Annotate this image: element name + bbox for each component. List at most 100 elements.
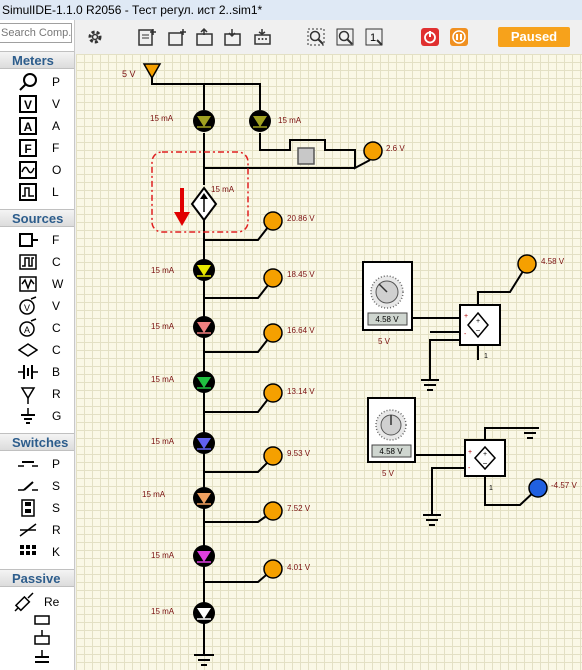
voltage-knob-2[interactable] (367, 397, 416, 463)
svg-text:F: F (24, 142, 31, 156)
led-white[interactable] (193, 602, 215, 624)
comp-label: R (52, 523, 61, 537)
comp-label: K (52, 545, 61, 559)
relay-icon[interactable] (18, 520, 38, 540)
voltmeter-icon[interactable]: V (18, 94, 38, 114)
comp-label: S (52, 501, 61, 515)
voltage-knob-1[interactable] (362, 261, 413, 331)
led-orange[interactable] (193, 487, 215, 509)
svg-text:-: - (468, 465, 471, 472)
save-as-icon[interactable] (252, 26, 274, 48)
search-input[interactable]: Search Comp... (0, 23, 72, 43)
zoom-selection-icon[interactable] (334, 26, 356, 48)
component-sidebar: Search Comp... Meters P V V A A F F O L … (0, 20, 75, 670)
probe[interactable] (363, 141, 383, 161)
svg-text:A: A (24, 325, 30, 335)
zoom-fit-icon[interactable] (305, 26, 327, 48)
probe[interactable] (263, 211, 283, 231)
comp-label: B (52, 365, 61, 379)
controlled-source-2[interactable]: + − + - (464, 439, 506, 477)
selection-box (151, 151, 249, 233)
comp-label: G (52, 409, 62, 423)
svg-text:V: V (24, 303, 30, 313)
probe-value: 7.52 V (287, 504, 311, 513)
resistor-array-icon[interactable] (32, 610, 52, 630)
switch-dip-icon[interactable] (18, 498, 38, 518)
comp-label: O (52, 163, 62, 177)
led-green[interactable] (193, 371, 215, 393)
switch-button[interactable] (297, 147, 315, 165)
category-passive[interactable]: Passive (0, 569, 74, 587)
current-source-label: 15 mA (211, 185, 235, 194)
switch-icon[interactable] (18, 476, 38, 496)
rail-icon[interactable] (18, 384, 38, 404)
voltage-source-icon[interactable]: V (18, 296, 38, 316)
meter2-output: -4.57 V (551, 481, 577, 490)
save-icon[interactable] (222, 26, 244, 48)
comp-label: L (52, 185, 59, 199)
clock-icon[interactable] (18, 252, 38, 272)
svg-text:+: + (476, 318, 480, 325)
resistor-icon[interactable] (14, 592, 34, 612)
zoom-one-icon[interactable]: 1 (363, 26, 385, 48)
led-top-left[interactable] (193, 110, 215, 132)
new-circuit-icon[interactable] (136, 26, 158, 48)
supply-rail-icon[interactable] (142, 63, 162, 80)
probe[interactable] (263, 501, 283, 521)
gear-icon[interactable] (84, 26, 106, 48)
led-current: 15 mA (150, 114, 174, 123)
push-button-icon[interactable] (18, 454, 38, 474)
wave-generator-icon[interactable] (18, 274, 38, 294)
pause-icon[interactable] (448, 26, 470, 48)
comp-label: P (52, 75, 61, 89)
probe[interactable] (263, 323, 283, 343)
controlled-source-1[interactable]: + − + - (459, 304, 501, 346)
probe-value: 13.14 V (287, 387, 315, 396)
led-magenta[interactable] (193, 545, 215, 567)
probe[interactable] (517, 254, 537, 274)
keypad-icon[interactable] (18, 542, 38, 562)
comp-label: A (52, 119, 61, 133)
comp-label: R (52, 387, 61, 401)
status-badge[interactable]: Paused (498, 27, 570, 47)
led-yellow[interactable] (193, 259, 215, 281)
probe[interactable] (263, 559, 283, 579)
led-red[interactable] (193, 316, 215, 338)
capacitor-icon[interactable] (32, 650, 52, 670)
probe-icon[interactable] (18, 72, 38, 92)
led-top-right[interactable] (249, 110, 271, 132)
supply-label: 5 V (122, 69, 136, 79)
probe[interactable] (528, 478, 548, 498)
current-source-icon[interactable]: A (18, 318, 38, 338)
category-meters[interactable]: Meters (0, 51, 74, 69)
meter1-gain: 1 (484, 353, 488, 360)
comp-label: P (52, 457, 61, 471)
probe[interactable] (263, 268, 283, 288)
potentiometer-icon[interactable] (32, 630, 52, 650)
controlled-source-icon[interactable] (18, 340, 38, 360)
meter2-display: 4.58 V (379, 447, 403, 456)
probe[interactable] (263, 446, 283, 466)
battery-icon[interactable] (18, 362, 38, 382)
power-icon[interactable] (419, 26, 441, 48)
ammeter-icon[interactable]: A (18, 116, 38, 136)
current-source[interactable] (190, 186, 218, 222)
open-icon[interactable] (194, 26, 216, 48)
comp-label: W (52, 277, 64, 291)
led-current: 15 mA (142, 490, 166, 499)
led-current: 15 mA (151, 266, 175, 275)
circuit-canvas[interactable]: 5 V 15 mA 15 mA 15 mA 15 mA 15 mA 15 mA (76, 54, 582, 670)
logic-analyzer-icon[interactable] (18, 182, 38, 202)
led-blue[interactable] (193, 432, 215, 454)
fixed-voltage-icon[interactable] (18, 230, 38, 250)
arrow-down-icon (174, 188, 190, 226)
new-file-icon[interactable] (166, 26, 188, 48)
ground-icon[interactable] (18, 406, 38, 426)
category-sources[interactable]: Sources (0, 209, 74, 227)
probe[interactable] (263, 383, 283, 403)
category-switches[interactable]: Switches (0, 433, 74, 451)
meter1-display: 4.58 V (375, 315, 399, 324)
frequency-meter-icon[interactable]: F (18, 138, 38, 158)
comp-label: C (52, 255, 61, 269)
oscilloscope-icon[interactable] (18, 160, 38, 180)
